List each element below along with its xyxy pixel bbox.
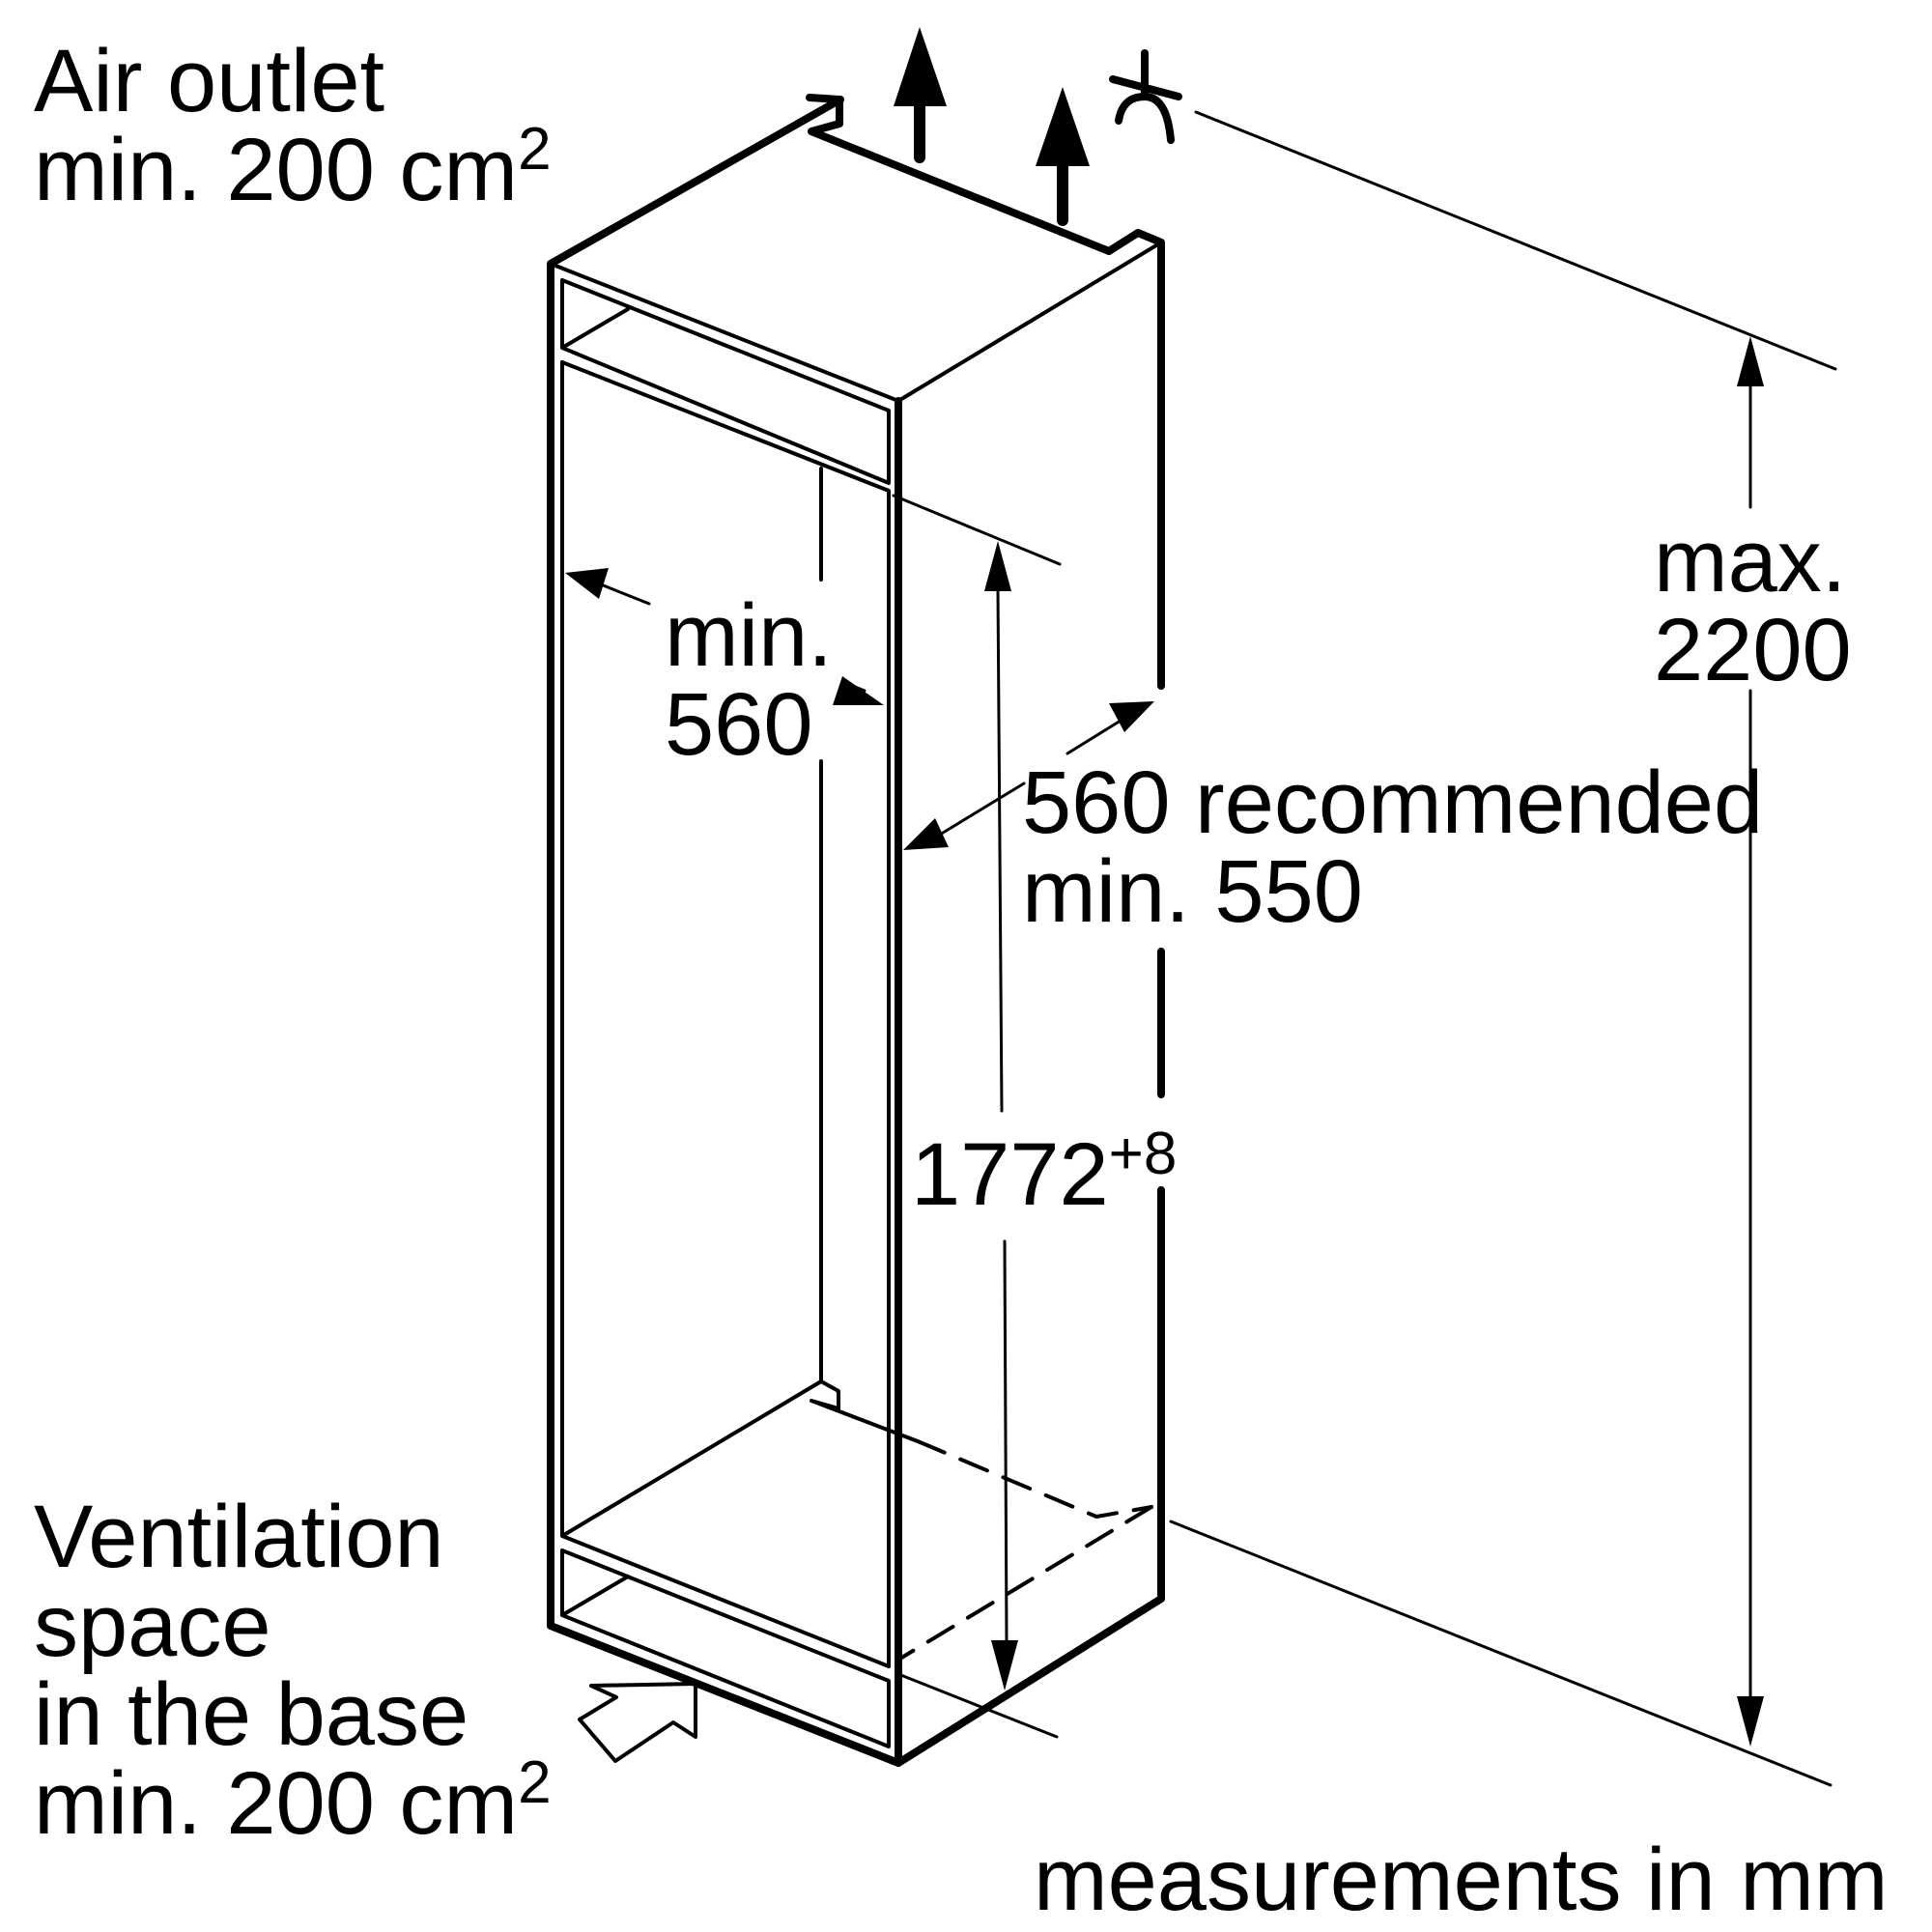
cabinet-inner	[549, 241, 1163, 1748]
depth-label: 560 recommended min. 550	[1022, 753, 1764, 941]
depth-arrowheads	[903, 701, 1154, 850]
niche-height-label: 1772+8	[911, 1121, 1178, 1224]
max-height-label: max. 2200	[1654, 512, 1852, 699]
air-outlet-label: Air outlet min. 200 cm2	[34, 32, 552, 219]
niche-height-arrowheads	[984, 541, 1018, 1690]
ceiling-break-icon	[1109, 49, 1182, 144]
width-arrowheads	[565, 568, 884, 705]
ventilation-label: Ventilation space in the base min. 200 c…	[34, 1488, 552, 1853]
arrow-up-icon	[894, 27, 1090, 226]
max-height-arrowheads	[1737, 336, 1764, 1747]
depth-dimension	[933, 719, 1122, 839]
hidden-edges	[896, 1439, 1153, 1662]
units-note: measurements in mm	[1034, 1831, 1889, 1929]
arrow-intake-icon	[578, 1682, 697, 1763]
niche-height-dimension	[892, 494, 1062, 1739]
max-height-dimension	[1169, 110, 1837, 1787]
min-width-label: min. 560	[665, 586, 833, 774]
